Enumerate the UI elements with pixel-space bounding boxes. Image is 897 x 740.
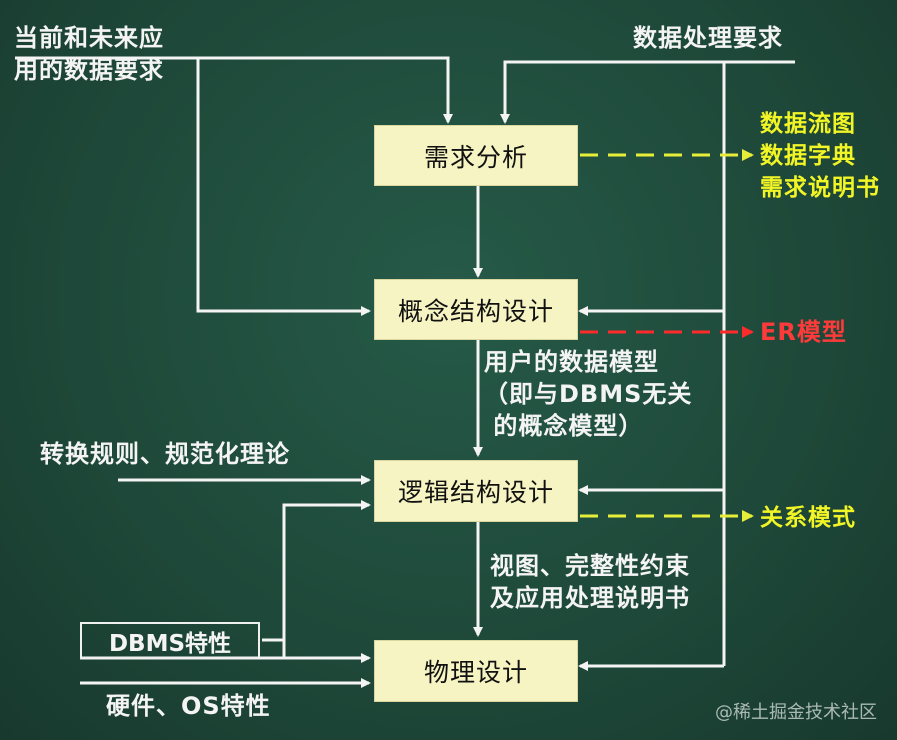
concept-line1: 用户的数据模型 [484,348,659,376]
req-output-line3: 需求说明书 [760,175,880,201]
physical-design-label: 物理设计 [423,658,528,687]
req-output-line2: 数据字典 [760,143,856,169]
current-future-line1: 当前和未来应 [14,24,164,52]
processing-requirements-arrow [500,60,795,124]
logical-output-label: 视图、完整性约束 及应用处理说明书 [490,550,690,614]
conceptual-design-box: 概念结构设计 [374,279,578,340]
current-future-data-label: 当前和未来应 用的数据要求 [14,22,164,86]
logical-design-box: 逻辑结构设计 [374,460,578,522]
requirements-outputs-label: 数据流图 数据字典 需求说明书 [760,108,880,204]
logical-line1: 视图、完整性约束 [490,552,690,580]
data-requirements-to-conceptual-arrow [196,58,371,316]
requirements-analysis-box: 需求分析 [374,125,578,186]
dbms-to-logical-arrow [282,500,371,658]
dbms-features-label: DBMS特性 [108,630,232,657]
logical-line2: 及应用处理说明书 [490,584,690,612]
logical-design-label: 逻辑结构设计 [397,478,554,507]
requirements-analysis-label: 需求分析 [423,142,528,172]
conceptual-design-label: 概念结构设计 [397,296,554,326]
data-requirements-arrow [15,56,453,124]
current-future-line2: 用的数据要求 [14,56,164,84]
watermark: @稀土掘金技术社区 [715,702,877,723]
conceptual-output-label: 用户的数据模型 （即与DBMS无关 的概念模型） [484,346,692,442]
hardware-os-label: 硬件、OS特性 [106,692,271,720]
processing-requirements-label: 数据处理要求 [633,24,783,52]
concept-line2: （即与DBMS无关 [484,380,693,408]
relational-model-label: 关系模式 [760,505,856,531]
dbms-features-box: DBMS特性 [80,622,260,659]
concept-line3: 的概念模型） [493,412,644,440]
physical-design-box: 物理设计 [374,640,578,702]
req-output-line1: 数据流图 [760,111,856,137]
er-model-label: ER模型 [760,318,847,346]
transform-rules-label: 转换规则、规范化理论 [40,440,290,468]
